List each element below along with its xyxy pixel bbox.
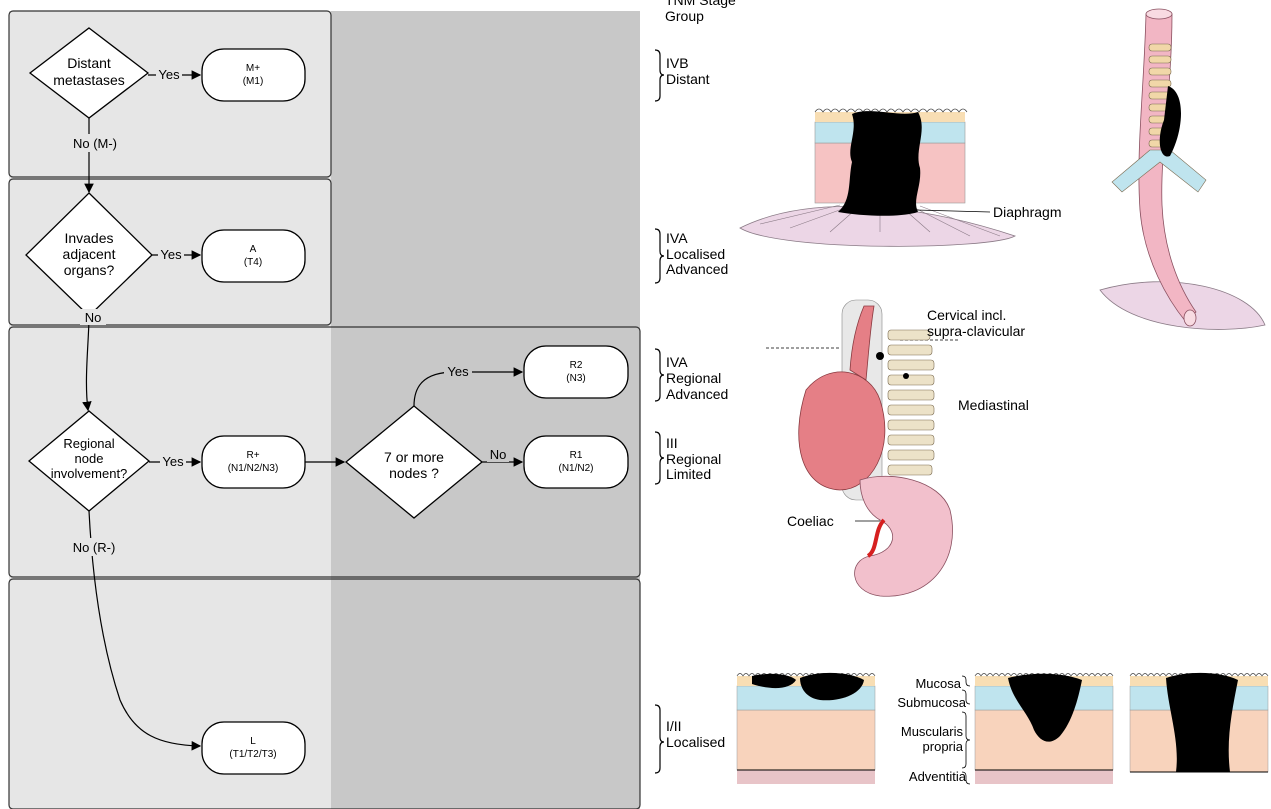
illustration-oesophagus — [1100, 9, 1265, 329]
label-yes: Yes — [158, 67, 180, 82]
r2-1: R2 — [570, 360, 583, 371]
label-no: No — [85, 310, 102, 325]
r1-2: (N1/N2) — [558, 463, 593, 474]
stage-iii: III — [666, 435, 678, 451]
brace-iva-regional — [655, 349, 664, 401]
box-r1 — [524, 436, 628, 488]
label-mediastinal: Mediastinal — [958, 397, 1029, 413]
q-distant-2: metastases — [53, 72, 125, 88]
stage-iva-local-desc1: Localised — [666, 246, 725, 262]
r1-1: R1 — [570, 450, 583, 461]
label-diaphragm: Diaphragm — [993, 204, 1061, 220]
stage-iva-regional-desc1: Regional — [666, 370, 721, 386]
stage-ivb: IVB — [666, 55, 689, 71]
l-2: (T1/T2/T3) — [229, 749, 276, 760]
stage-iii-desc2: Limited — [666, 466, 711, 482]
flow-left-column — [9, 11, 331, 809]
label-submucosa: Submucosa — [897, 695, 966, 710]
r-plus-1: R+ — [246, 450, 259, 461]
stage-iva-regional: IVA — [666, 354, 688, 370]
box-a-t4 — [202, 230, 305, 282]
label-yes: Yes — [447, 364, 469, 379]
stage-iii-desc1: Regional — [666, 451, 721, 467]
q-regional-1: Regional — [63, 436, 114, 451]
r-plus-2: (N1/N2/N3) — [228, 463, 279, 474]
stage-ivb-desc: Distant — [666, 71, 710, 87]
q-adjacent-1: Invades — [64, 230, 113, 246]
stage-i-ii-desc: Localised — [666, 734, 725, 750]
stage-iva-regional-desc2: Advanced — [666, 386, 728, 402]
label-cervical-1: Cervical incl. — [927, 307, 1006, 323]
label-muscularis: Muscularis — [901, 724, 964, 739]
m-plus-2: (M1) — [243, 76, 264, 87]
label-propria: propria — [923, 739, 964, 754]
label-cervical-2: supra-clavicular — [927, 323, 1025, 339]
label-coeliac: Coeliac — [787, 513, 834, 529]
stage-iva-local-desc2: Advanced — [666, 261, 728, 277]
r2-2: (N3) — [566, 373, 585, 384]
label-no-r: No (R-) — [73, 540, 116, 555]
q-distant-1: Distant — [67, 55, 111, 71]
brace-iva-local — [655, 229, 664, 283]
box-r2 — [524, 346, 628, 398]
illustration-diaphragm — [740, 109, 1015, 246]
label-adventitia: Adventitia — [909, 769, 967, 784]
q-regional-2: node — [75, 451, 104, 466]
q-regional-3: involvement? — [51, 466, 128, 481]
q-nodes-2: nodes ? — [389, 465, 439, 481]
brace-ivb — [655, 50, 664, 101]
a-t4-2: (T4) — [244, 257, 262, 268]
a-t4-1: A — [250, 244, 257, 255]
stage-i-ii: I/II — [666, 718, 682, 734]
box-l — [202, 722, 305, 774]
label-mucosa: Mucosa — [915, 676, 961, 691]
m-plus-1: M+ — [246, 63, 260, 74]
l-1: L — [250, 736, 256, 747]
header-line2: Group — [665, 8, 704, 24]
q-adjacent-3: organs? — [64, 262, 115, 278]
label-yes: Yes — [162, 454, 184, 469]
brace-i-ii — [655, 705, 664, 773]
q-adjacent-2: adjacent — [63, 246, 116, 262]
stage-iva-local: IVA — [666, 230, 688, 246]
box-m-plus — [202, 49, 305, 101]
q-nodes-1: 7 or more — [384, 449, 444, 465]
header-line1: TNM Stage — [665, 0, 736, 8]
box-r-plus — [202, 436, 305, 488]
illustration-mediastinum — [766, 300, 960, 596]
brace-iii — [655, 432, 664, 484]
label-yes: Yes — [160, 247, 182, 262]
label-no-m: No (M-) — [73, 136, 117, 151]
label-no: No — [490, 447, 507, 462]
illustration-wall-layers — [737, 673, 1268, 784]
